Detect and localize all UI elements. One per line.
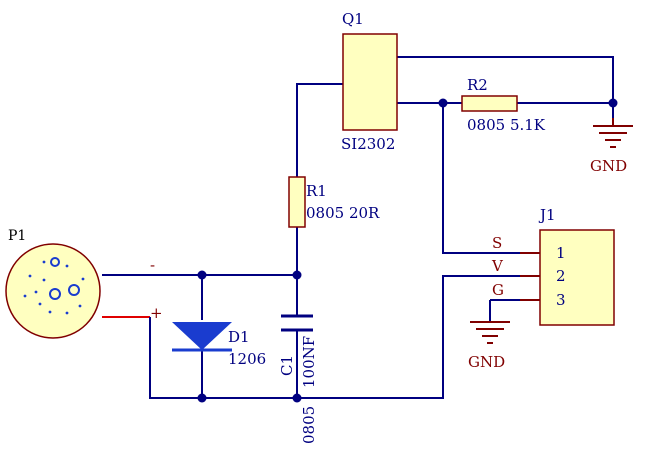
gnd-symbol-2: GND	[468, 321, 510, 371]
junction-dot	[292, 270, 302, 280]
junction-dot	[197, 270, 207, 280]
c1-ref: C1	[278, 355, 296, 376]
p1-plus-label: +	[150, 304, 163, 322]
q1-body	[342, 33, 398, 131]
d1-value: 1206	[228, 350, 266, 368]
r1-resistor[interactable]: R1 0805 20R	[288, 176, 380, 228]
q1-mosfet[interactable]: Q1 SI2302	[341, 10, 398, 153]
junction-dot	[292, 393, 302, 403]
j1-connector[interactable]: J1 1 2 3 S V G	[491, 206, 615, 326]
c1-capacitor[interactable]: C1 100NF 0805	[278, 314, 318, 444]
p1-ref: P1	[8, 228, 26, 244]
r1-value: 0805 20R	[306, 204, 380, 222]
gnd-symbol-1: GND	[590, 118, 633, 175]
wires	[102, 56, 614, 399]
wire-r1-to-q1	[296, 83, 343, 177]
j1-pin-3: 3	[556, 291, 566, 309]
gnd1-label: GND	[590, 157, 627, 175]
c1-package: 0805	[300, 406, 318, 444]
r2-body	[461, 95, 518, 112]
c1-value: 100NF	[300, 336, 318, 388]
gnd2-label: GND	[468, 353, 505, 371]
r2-ref: R2	[467, 76, 488, 94]
p1-body	[5, 243, 101, 339]
j1-pin-1: 1	[556, 244, 566, 262]
diode-triangle	[172, 322, 232, 350]
r2-value: 0805 5.1K	[467, 116, 546, 134]
j1-signal-v: V	[491, 257, 504, 275]
wire-q1-top	[397, 56, 614, 103]
d1-ref: D1	[228, 328, 250, 346]
j1-body	[539, 229, 615, 326]
j1-ref: J1	[538, 206, 556, 224]
p1-connector[interactable]: P1 - +	[5, 228, 163, 339]
q1-ref: Q1	[342, 10, 364, 28]
wire-to-j1-s	[442, 103, 520, 254]
r1-ref: R1	[306, 182, 327, 200]
gnd-icon	[470, 321, 510, 344]
q1-value: SI2302	[341, 135, 395, 153]
r1-body	[288, 176, 306, 228]
junction-dot	[197, 393, 207, 403]
p1-pins	[23, 257, 85, 315]
wire-plus-rail	[149, 317, 297, 399]
j1-pin-2: 2	[556, 267, 566, 285]
wire-bottom-to-j1-v	[297, 275, 520, 399]
junction-dot	[438, 98, 448, 108]
r2-resistor[interactable]: R2 0805 5.1K	[461, 76, 546, 134]
d1-diode[interactable]: D1 1206	[172, 322, 266, 368]
j1-signal-s: S	[492, 234, 502, 252]
j1-pin-leads	[520, 252, 540, 301]
junction-dot	[608, 98, 618, 108]
p1-minus-label: -	[150, 256, 155, 274]
junctions	[197, 98, 618, 403]
gnd-icon	[593, 125, 633, 148]
j1-signal-g: G	[492, 281, 504, 299]
